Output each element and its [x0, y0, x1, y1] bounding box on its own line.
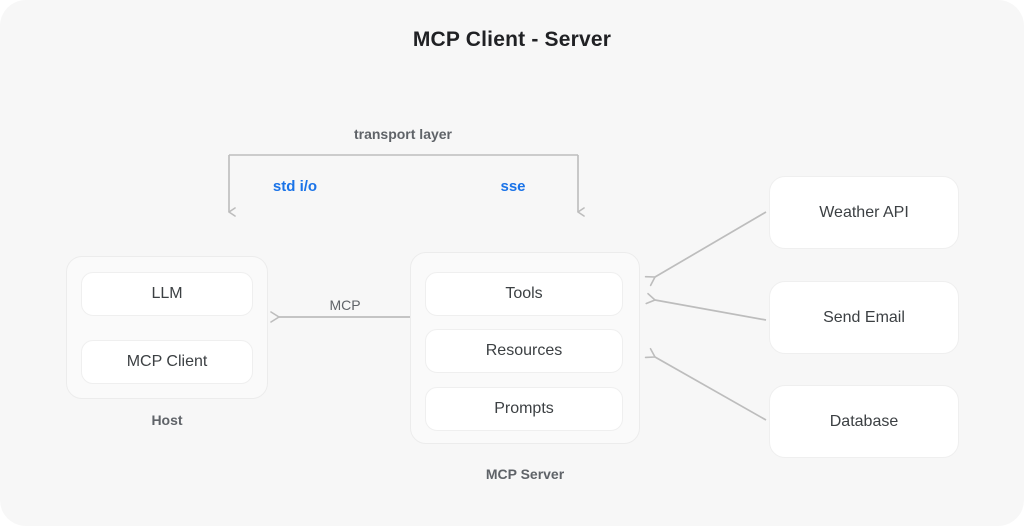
server-item-tools-label: Tools	[505, 285, 543, 302]
service-database-label: Database	[829, 412, 899, 430]
service-weather-api[interactable]: Weather API	[769, 176, 959, 249]
server-item-tools[interactable]: Tools	[425, 272, 623, 316]
service-send-email[interactable]: Send Email	[769, 281, 959, 354]
host-item-mcp-client-label: MCP Client	[126, 353, 208, 370]
host-item-llm[interactable]: LLM	[81, 272, 253, 316]
host-item-mcp-client[interactable]: MCP Client	[81, 340, 253, 384]
transport-option-sse: sse	[500, 178, 526, 195]
server-item-resources[interactable]: Resources	[425, 329, 623, 373]
transport-layer-label: transport layer	[353, 126, 453, 142]
transport-option-stdio: std i/o	[272, 178, 318, 195]
service-weather-api-label: Weather API	[819, 203, 909, 221]
edge-label-mcp: MCP	[329, 297, 361, 313]
service-database[interactable]: Database	[769, 385, 959, 458]
mcp-server-caption: MCP Server	[485, 466, 565, 482]
server-item-prompts-label: Prompts	[494, 400, 554, 417]
server-item-prompts[interactable]: Prompts	[425, 387, 623, 431]
host-item-llm-label: LLM	[151, 285, 183, 302]
server-item-resources-label: Resources	[485, 342, 563, 359]
page-title: MCP Client - Server	[412, 28, 612, 51]
service-connectors	[644, 211, 767, 421]
host-caption: Host	[151, 412, 183, 428]
service-send-email-label: Send Email	[823, 308, 905, 326]
